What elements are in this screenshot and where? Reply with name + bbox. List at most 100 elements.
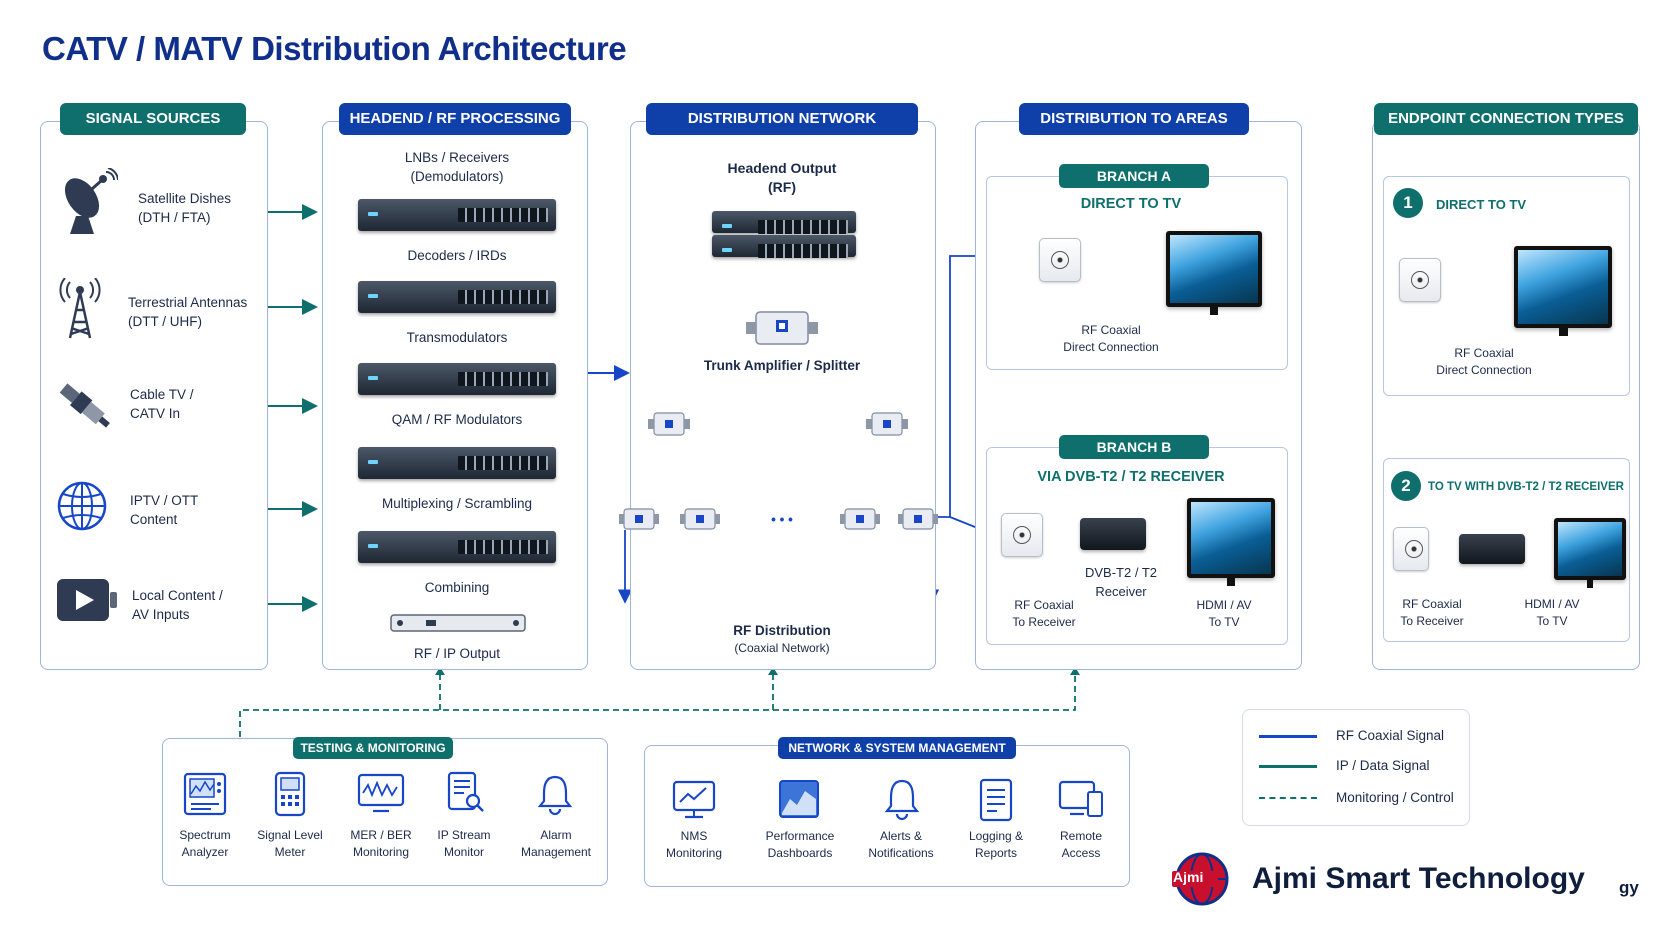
trunk-amplifier-label: Trunk Amplifier / Splitter (703, 358, 861, 373)
brand-logo-text: Ajmi (1173, 869, 1204, 885)
distribution-panel (630, 121, 936, 670)
spectrum-analyzer-icon (183, 772, 227, 816)
stage-qam: QAM / RF Modulators (391, 412, 523, 427)
splitter-left-icon (648, 412, 690, 436)
testing-header: TESTING & MONITORING (293, 737, 453, 759)
branch-b-tv (1187, 498, 1275, 586)
stage-lnb: LNBs / Receivers(Demodulators) (404, 150, 510, 184)
distribution-dots: • • • (771, 512, 793, 527)
legend-ip-label: IP / Data Signal (1336, 758, 1430, 773)
management-header: NETWORK & SYSTEM MANAGEMENT (778, 737, 1016, 759)
rack-decoders (358, 281, 556, 313)
rack-lnb (358, 199, 556, 231)
branch-a-tv (1166, 231, 1262, 315)
globe-icon (57, 481, 107, 531)
tap-icon-4 (898, 508, 938, 530)
source-label-terrestrial: Terrestrial Antennas(DTT / UHF) (128, 295, 248, 329)
brand-logo-globe-icon (1172, 852, 1229, 906)
endpoint-type-2-receiver (1459, 534, 1525, 564)
performance-chart-icon (779, 780, 819, 818)
endpoint-type-1-outlet (1399, 258, 1441, 302)
stage-transmodulators: Transmodulators (406, 330, 508, 345)
headend-output-label: RF / IP Output (413, 646, 501, 661)
source-label-local: Local Content /AV Inputs (132, 588, 223, 622)
tap-icon-1 (619, 508, 659, 530)
endpoint-type-2-badge: 2 (1391, 471, 1421, 501)
rf-distribution-label: RF Distribution (Coaxial Network) (733, 623, 831, 655)
distribution-header: DISTRIBUTION NETWORK (646, 103, 918, 135)
areas-header: DISTRIBUTION TO AREAS (1019, 103, 1249, 135)
stage-multiplexing: Multiplexing / Scrambling (381, 496, 533, 511)
tap-icon-3 (840, 508, 880, 530)
coax-connector-icon (59, 383, 110, 428)
endpoint-type-2-tv (1554, 518, 1626, 588)
stage-decoders: Decoders / IRDs (407, 248, 507, 263)
rack-qam (358, 447, 556, 479)
branch-b-receiver (1080, 518, 1146, 550)
legend-rf-line (1259, 735, 1317, 738)
rack-headend-output-1 (712, 211, 856, 234)
logging-report-icon (979, 778, 1013, 822)
branch-b-header: BRANCH B (1059, 435, 1209, 459)
source-label-cable: Cable TV /CATV In (130, 387, 194, 421)
page-title: CATV / MATV Distribution Architecture (42, 30, 627, 67)
stage-combining: Combining (424, 580, 490, 595)
combiner-device (390, 614, 526, 632)
branch-b-outlet (1001, 513, 1043, 557)
satellite-dish-icon (64, 168, 118, 234)
legend-monitoring-label: Monitoring / Control (1336, 790, 1454, 805)
endpoint-type-1-tv (1514, 246, 1612, 336)
endpoint-type-2-title: TO TV WITH DVB-T2 / T2 RECEIVER (1428, 481, 1624, 493)
endpoint-type-1-badge: 1 (1393, 188, 1423, 218)
ip-stream-monitor-icon (447, 771, 484, 812)
legend-ip-line (1259, 765, 1317, 768)
branch-a-subtitle: DIRECT TO TV (1080, 196, 1182, 212)
signal-level-meter-icon (274, 771, 306, 817)
antenna-tower-icon (59, 278, 101, 339)
splitter-right-icon (866, 412, 908, 436)
tap-icon-2 (680, 508, 720, 530)
alarm-bell-icon (537, 775, 573, 815)
branch-b-subtitle: VIA DVB-T2 / T2 RECEIVER (1037, 469, 1225, 485)
play-button-icon (57, 579, 117, 621)
headend-output-title: Headend Output(RF) (727, 160, 837, 195)
brand-name: Ajmi Smart Technology (1252, 862, 1585, 895)
rack-multiplexing (358, 531, 556, 563)
nms-monitor-icon (672, 780, 716, 819)
headend-header: HEADEND / RF PROCESSING (339, 103, 571, 135)
legend-rf-label: RF Coaxial Signal (1336, 728, 1445, 743)
branch-a-outlet (1039, 238, 1081, 282)
rack-headend-output-2 (712, 235, 856, 258)
rack-transmodulators (358, 363, 556, 395)
endpoints-header: ENDPOINT CONNECTION TYPES (1374, 103, 1638, 135)
mer-ber-monitor-icon (357, 773, 405, 813)
management-label-alerts: Alerts &Notifications (868, 829, 934, 860)
source-label-satellite: Satellite Dishes(DTH / FTA) (138, 191, 232, 225)
legend-monitoring-line (1259, 797, 1317, 799)
source-arrows (268, 204, 318, 612)
endpoint-type-1-title: DIRECT TO TV (1436, 197, 1527, 212)
branch-a-header: BRANCH A (1059, 164, 1209, 188)
remote-access-icon (1058, 780, 1103, 817)
management-label-logging: Logging &Reports (968, 829, 1024, 860)
brand-fragment: gy (1619, 878, 1639, 897)
endpoint-type-2-outlet (1393, 527, 1429, 571)
alerts-bell-icon (884, 779, 920, 821)
signal-sources-header: SIGNAL SOURCES (60, 103, 246, 135)
